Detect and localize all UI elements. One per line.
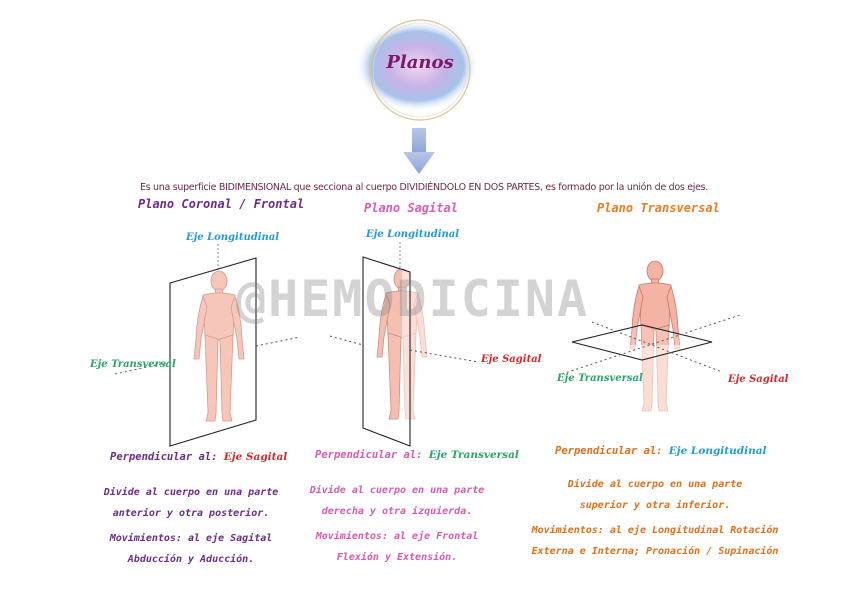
coronal-mov-line1: Movimientos: al eje Sagital: [86, 528, 296, 549]
sagital-perp-label: Perpendicular al:: [315, 449, 422, 461]
sagital-axis-longitudinal: Eje Longitudinal: [366, 229, 459, 240]
transversal-description: Divide al cuerpo en una parte superior y…: [530, 474, 780, 562]
coronal-desc-line2: anterior y otra posterior.: [86, 503, 296, 524]
coronal-perp-axis: Eje Sagital: [224, 451, 288, 463]
transversal-perp-label: Perpendicular al:: [555, 445, 662, 457]
coronal-axis-transversal: Eje Transversal: [90, 359, 176, 370]
coronal-perp-label: Perpendicular al:: [110, 451, 217, 463]
watermark: @HEMODICINA: [236, 270, 589, 328]
transversal-perpendicular: Perpendicular al: Eje Longitudinal: [555, 445, 767, 457]
sagital-mov-line1: Movimientos: al eje Frontal: [292, 526, 502, 547]
sagital-description: Divide al cuerpo en una parte derecha y …: [292, 480, 502, 568]
transversal-axis-sagital: Eje Sagital: [728, 374, 788, 385]
sagital-perpendicular: Perpendicular al: Eje Transversal: [315, 449, 519, 461]
sagital-desc-line1: Divide al cuerpo en una parte: [292, 480, 502, 501]
coronal-perpendicular: Perpendicular al: Eje Sagital: [110, 451, 287, 463]
coronal-axis-longitudinal: Eje Longitudinal: [186, 232, 279, 243]
sagital-perp-axis: Eje Transversal: [429, 449, 519, 461]
transversal-desc-line1: Divide al cuerpo en una parte: [530, 474, 780, 495]
transversal-perp-axis: Eje Longitudinal: [669, 445, 767, 457]
sagital-desc-line2: derecha y otra izquierda.: [292, 501, 502, 522]
coronal-mov-line2: Abducción y Aducción.: [86, 549, 296, 570]
transversal-desc-line2: superior y otra inferior.: [530, 495, 780, 516]
transversal-axis-transversal: Eje Transversal: [557, 373, 643, 384]
coronal-desc-line1: Divide al cuerpo en una parte: [86, 482, 296, 503]
transversal-mov-line2: Externa e Interna; Pronación / Supinació…: [530, 541, 780, 562]
coronal-description: Divide al cuerpo en una parte anterior y…: [86, 482, 296, 570]
sagital-mov-line2: Flexión y Extensión.: [292, 547, 502, 568]
transversal-mov-line1: Movimientos: al eje Longitudinal Rotació…: [530, 520, 780, 541]
sagital-axis-sagital: Eje Sagital: [481, 354, 541, 365]
